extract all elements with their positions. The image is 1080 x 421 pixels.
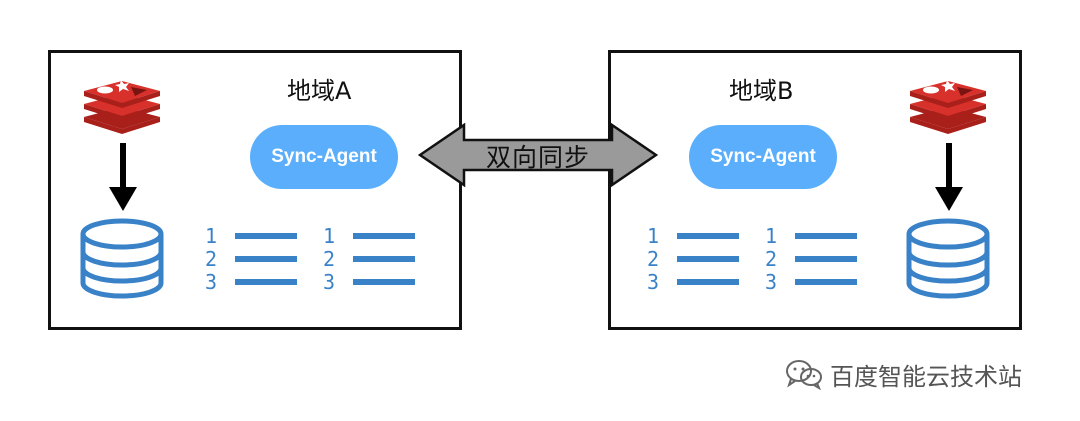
list-number: 2 [647, 247, 660, 271]
sync-agent-b: Sync-Agent [689, 125, 837, 189]
numbered-list-icon: 1 2 3 [319, 224, 419, 299]
bidirectional-arrow-icon [418, 122, 658, 188]
list-number: 2 [205, 247, 218, 271]
sync-label: 双向同步 [485, 143, 590, 172]
sync-agent-a: Sync-Agent [250, 125, 398, 189]
list-number: 3 [323, 270, 336, 294]
list-number: 1 [647, 224, 660, 248]
list-number: 1 [205, 224, 218, 248]
numbered-list-icon: 1 2 3 [643, 224, 743, 299]
list-number: 3 [765, 270, 778, 294]
down-arrow-icon [935, 143, 963, 211]
region-a-box: 地域A 1 2 3 [48, 50, 462, 330]
list-number: 2 [765, 247, 778, 271]
list-number: 1 [765, 224, 778, 248]
numbered-list-icon: 1 2 3 [761, 224, 861, 299]
wechat-icon [786, 360, 822, 390]
database-icon [80, 218, 164, 299]
redis-logo-icon [84, 80, 160, 134]
database-icon [906, 218, 990, 299]
down-arrow-icon [109, 143, 137, 211]
list-number: 1 [323, 224, 336, 248]
numbered-list-icon: 1 2 3 [201, 224, 301, 299]
redis-logo-icon [910, 80, 986, 134]
watermark: 百度智能云技术站 [784, 356, 1022, 392]
watermark-text: 百度智能云技术站 [830, 362, 1022, 391]
list-number: 3 [205, 270, 218, 294]
region-b-box: 地域B Sync-Agent 1 2 3 1 2 3 [608, 50, 1022, 330]
region-a-title: 地域A [287, 77, 352, 105]
list-number: 3 [647, 270, 660, 294]
list-number: 2 [323, 247, 336, 271]
region-b-title: 地域B [729, 77, 794, 105]
